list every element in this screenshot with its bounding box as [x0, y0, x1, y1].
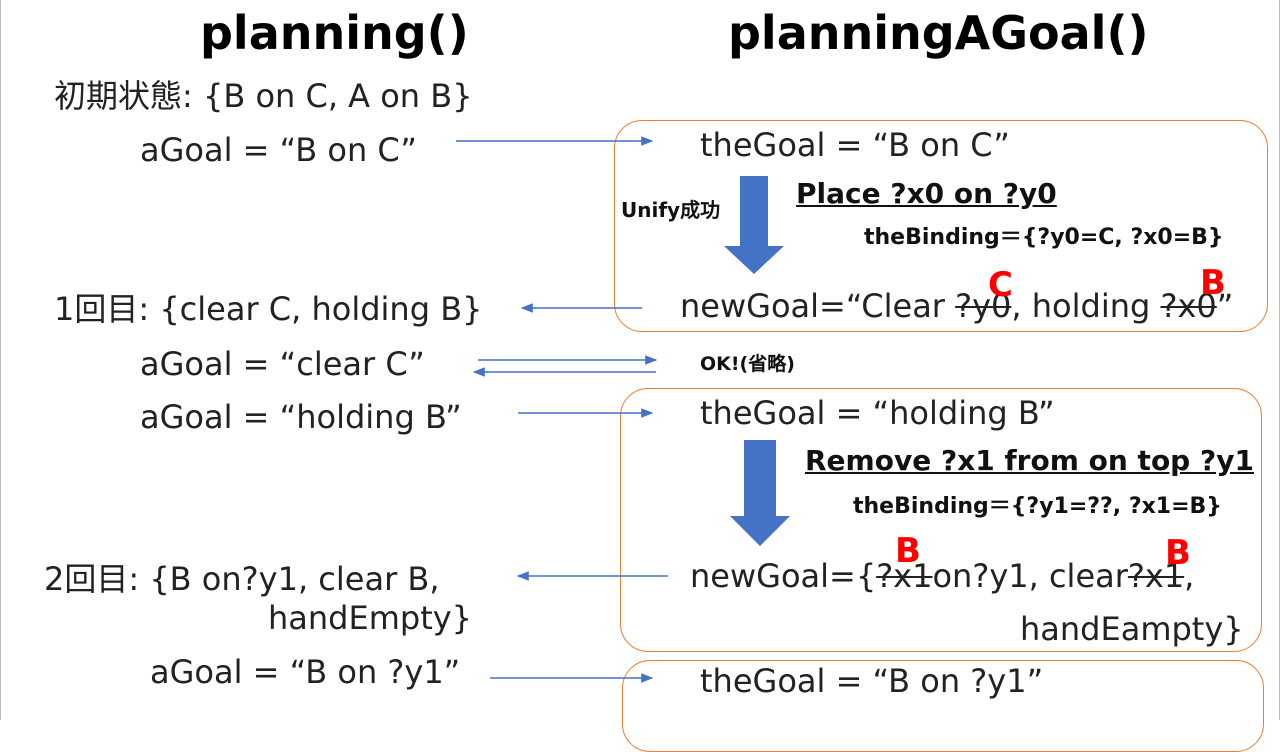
- box2-new-goal-mid: on?y1, clear: [932, 557, 1128, 595]
- box1-the-goal: theGoal = “B on C”: [700, 126, 1010, 164]
- box1-substitution-b: B: [1200, 263, 1226, 303]
- right-title: planningAGoal(): [728, 6, 1149, 60]
- left-title: planning(): [200, 6, 469, 60]
- box2-new-goal: newGoal={?x1on?y1, clear?x1,: [690, 560, 1194, 592]
- arrows-layer: [456, 136, 790, 683]
- box1-substitution-c: C: [988, 265, 1013, 305]
- agoal-clear-c: aGoal = “clear C”: [140, 345, 425, 383]
- box2-new-goal-var-x1-b: ?x1: [1127, 557, 1185, 595]
- box1-operator: Place ?x0 on ?y0: [796, 177, 1057, 210]
- box2-new-goal-suffix: ,: [1184, 557, 1195, 595]
- slide-border-left: [0, 0, 1, 720]
- down-arrow-box1: [724, 176, 784, 274]
- ok-omitted-note: OK!(省略): [700, 353, 795, 375]
- down-arrow-box2: [730, 440, 790, 546]
- box2-the-goal: theGoal = “holding B”: [700, 394, 1055, 432]
- box1-new-goal-suffix: ”: [1216, 287, 1234, 325]
- agoal-holding-b: aGoal = “holding B”: [140, 398, 462, 436]
- box1-new-goal-mid: , holding: [1011, 287, 1161, 325]
- box2-new-goal-line2: handEampty}: [1020, 610, 1244, 648]
- goal-box-2: [620, 388, 1262, 652]
- box2-substitution-b1: B: [895, 531, 921, 571]
- box3-the-goal: theGoal = “B on ?y1”: [700, 662, 1044, 700]
- round-2-state-line2: handEmpty}: [268, 599, 473, 637]
- box1-binding: theBinding＝{?y0=C, ?x0=B}: [864, 225, 1224, 250]
- box1-new-goal-var-x0: ?x0: [1160, 287, 1217, 325]
- box1-new-goal: newGoal=“Clear ?y0, holding ?x0”: [680, 290, 1233, 322]
- round-1-state: 1回目: {clear C, holding B}: [54, 290, 483, 328]
- agoal-b-on-y1: aGoal = “B on ?y1”: [150, 653, 461, 691]
- box2-substitution-b2: B: [1165, 533, 1191, 573]
- unify-success-label: Unify成功: [621, 198, 721, 222]
- round-2-state-line1: 2回目: {B on?y1, clear B,: [44, 560, 440, 598]
- goal-box-1: [614, 120, 1268, 332]
- box1-new-goal-var-y0: ?y0: [955, 287, 1012, 325]
- box2-new-goal-var-x1-a: ?x1: [876, 557, 933, 595]
- box2-binding: theBinding＝{?y1=??, ?x1=B}: [853, 494, 1222, 519]
- agoal-b-on-c: aGoal = “B on C”: [140, 131, 417, 169]
- box2-new-goal-prefix: newGoal={: [690, 557, 877, 595]
- box1-new-goal-prefix: newGoal=“Clear: [680, 287, 956, 325]
- initial-state: 初期状態: {B on C, A on B}: [54, 77, 473, 115]
- box2-operator: Remove ?x1 from on top ?y1: [805, 444, 1254, 477]
